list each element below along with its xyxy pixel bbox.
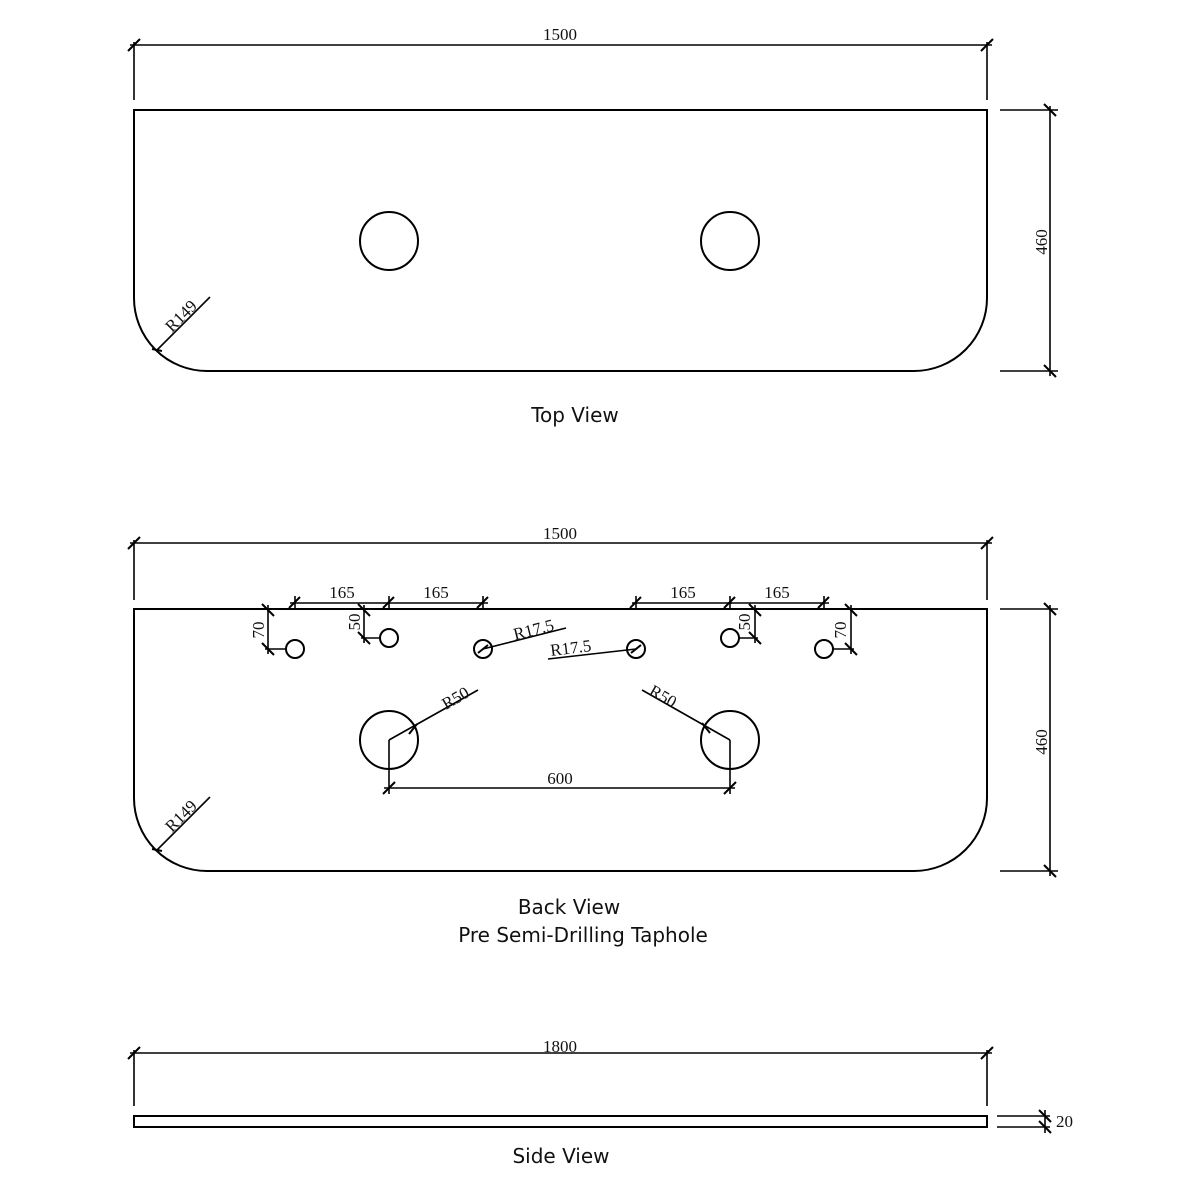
side-thickness-label: 20 — [1056, 1112, 1073, 1131]
taphole-radius-left-label: R17.5 — [511, 616, 555, 644]
top-depth-label: 460 — [1032, 229, 1051, 255]
side-view-outline — [133, 1115, 988, 1128]
taphole-6 — [814, 639, 834, 659]
spacing-right-2-label: 165 — [764, 583, 790, 602]
back-view-caption: Back View — [518, 895, 620, 919]
waste-radius-right-leader — [641, 689, 731, 741]
taphole-3 — [473, 639, 493, 659]
back-radius-label: R149 — [161, 796, 200, 835]
taphole-radius-right-label: R17.5 — [549, 636, 592, 660]
back-view-subcaption: Pre Semi-Drilling Taphole — [458, 923, 708, 947]
spacing-left-1-label: 165 — [329, 583, 355, 602]
back-width-label: 1500 — [543, 524, 577, 543]
side-view-caption: Side View — [512, 1144, 609, 1168]
taphole-5 — [720, 628, 740, 648]
top-left-waste-hole — [359, 211, 419, 271]
taphole-radius-right-leader — [547, 648, 637, 660]
offset-right-inner-label: 50 — [735, 614, 754, 631]
offset-left-outer-label: 70 — [249, 622, 268, 639]
top-view-caption: Top View — [530, 403, 619, 427]
offset-right-outer-label: 70 — [831, 622, 850, 639]
spacing-right-1-label: 165 — [670, 583, 696, 602]
back-view-outline — [133, 608, 988, 872]
taphole-radius-left-leader — [482, 627, 567, 650]
top-right-waste-hole — [700, 211, 760, 271]
top-radius-leader — [156, 296, 211, 351]
spacing-left-2-label: 165 — [423, 583, 449, 602]
back-view: 1500 165 165 165 165 — [127, 524, 1058, 947]
side-length-label: 1800 — [543, 1037, 577, 1056]
side-view: 1800 20 Side View — [127, 1037, 1073, 1168]
back-radius-leader — [156, 796, 211, 851]
back-depth-label: 460 — [1032, 729, 1051, 755]
taphole-1 — [285, 639, 305, 659]
taphole-2 — [379, 628, 399, 648]
waste-spacing-label: 600 — [547, 769, 573, 788]
waste-radius-left-leader — [388, 689, 479, 741]
top-view-outline — [133, 109, 988, 372]
taphole-4 — [626, 639, 646, 659]
top-view: 1500 R149 460 Top View — [127, 25, 1058, 427]
waste-radius-right-label: R50 — [646, 681, 680, 712]
top-width-label: 1500 — [543, 25, 577, 44]
offset-left-inner-label: 50 — [345, 614, 364, 631]
top-radius-label: R149 — [161, 296, 200, 335]
